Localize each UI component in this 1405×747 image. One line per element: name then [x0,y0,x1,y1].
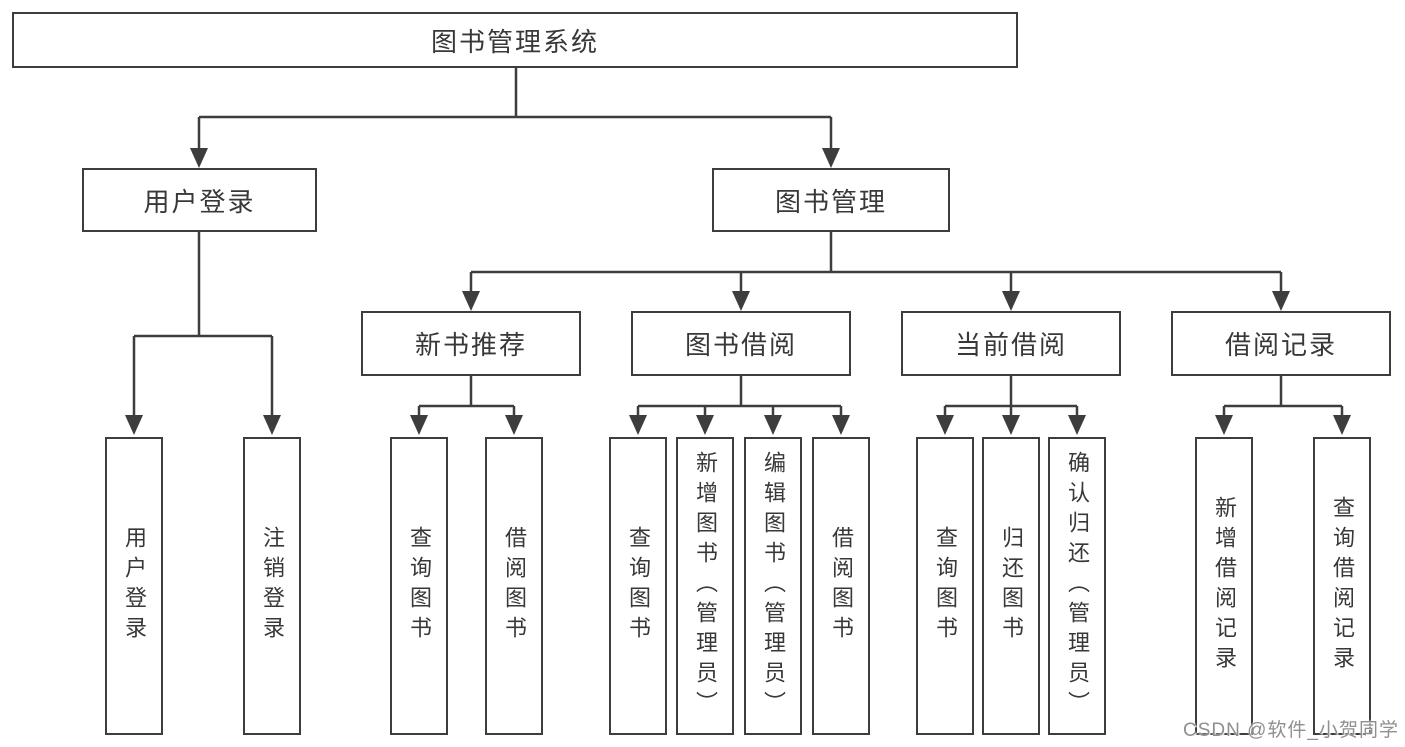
book-borrow-module-connector [636,376,843,418]
node-borrow-records: 借阅记录 [1171,311,1391,376]
leaf-query-borrow-record: 查询借阅记录 [1313,437,1371,735]
arrow-down-icon [1068,415,1086,435]
leaf-borrow-books: 借阅图书 [485,437,543,735]
arrow-down-icon [263,415,281,435]
leaf-confirm-return-admin: 确认归还（管理员） [1048,437,1106,735]
node-library-system: 图书管理系统 [12,12,1018,68]
borrow-records-module-connector [1222,376,1344,418]
arrow-down-icon [1215,415,1233,435]
node-book-borrow: 图书借阅 [631,311,851,376]
leaf-query-books: 查询图书 [609,437,667,735]
leaf-user-login: 用户登录 [105,437,163,735]
arrow-down-icon [410,415,428,435]
arrow-down-icon [190,148,208,168]
leaf-logout: 注销登录 [243,437,301,735]
arrow-down-icon [764,415,782,435]
book-management-to-modules-connector [469,232,1283,294]
new-book-module-connector [417,376,516,418]
arrow-down-icon [696,415,714,435]
leaf-add-books-admin: 新增图书（管理员） [676,437,734,735]
arrow-down-icon [822,148,840,168]
node-book-management: 图书管理 [712,168,950,232]
node-user-login: 用户登录 [82,168,317,232]
arrow-down-icon [505,415,523,435]
user-login-branch-connector [132,232,274,418]
current-borrow-module-connector [943,376,1079,418]
arrowheads [125,148,1351,435]
arrow-down-icon [732,291,750,311]
arrow-down-icon [1002,291,1020,311]
arrow-down-icon [462,291,480,311]
arrow-down-icon [125,415,143,435]
leaf-query-books: 查询图书 [916,437,974,735]
arrow-down-icon [629,415,647,435]
node-current-borrow: 当前借阅 [901,311,1121,376]
csdn-watermark: CSDN @软件_小贺同学 [1183,720,1399,741]
node-new-book-recommend: 新书推荐 [361,311,581,376]
arrow-down-icon [936,415,954,435]
arrow-down-icon [1002,415,1020,435]
leaf-edit-books-admin: 编辑图书（管理员） [744,437,802,735]
arrow-down-icon [832,415,850,435]
arrow-down-icon [1272,291,1290,311]
leaf-add-borrow-record: 新增借阅记录 [1195,437,1253,735]
arrow-down-icon [1333,415,1351,435]
leaf-return-books: 归还图书 [982,437,1040,735]
leaf-borrow-books: 借阅图书 [812,437,870,735]
leaf-query-books: 查询图书 [390,437,448,735]
root-to-branches-connector [197,68,833,151]
